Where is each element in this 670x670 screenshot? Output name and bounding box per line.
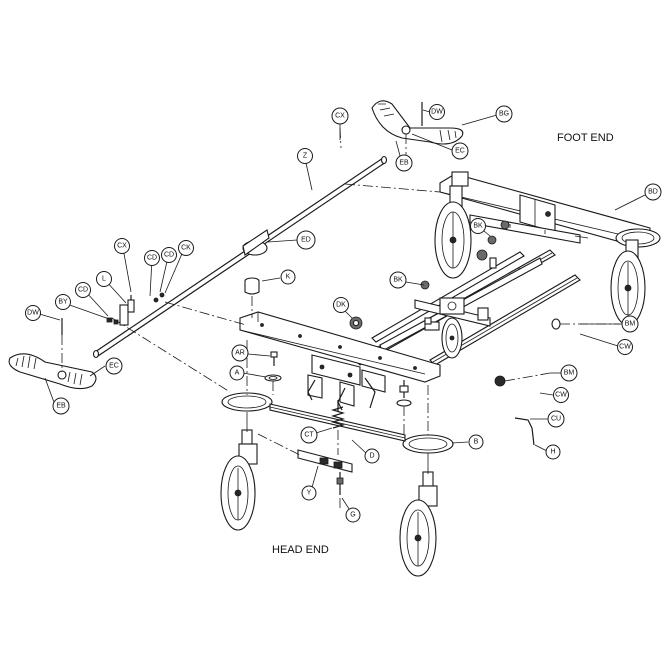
svg-text:BK: BK (393, 277, 403, 284)
svg-text:CW: CW (619, 344, 631, 351)
callout-z: Z (297, 148, 313, 164)
svg-text:K: K (286, 274, 291, 281)
callout-bm-upper: BM (621, 315, 639, 333)
spring-part (330, 400, 346, 429)
svg-text:CW: CW (555, 392, 567, 399)
rail-hardware (420, 220, 510, 325)
head-end-label: HEAD END (272, 544, 329, 556)
head-end-base-bar (221, 392, 454, 454)
mid-crossmember (414, 297, 491, 331)
callout-bd: BD (644, 183, 662, 201)
callout-eb-top: EB (395, 154, 413, 172)
svg-text:EB: EB (56, 403, 66, 410)
foot-end-left-caster (434, 185, 472, 279)
callout-bk-lower: BK (389, 271, 407, 289)
svg-text:EC: EC (455, 148, 465, 155)
callout-ed: ED (296, 230, 316, 250)
head-end-crossbar (239, 311, 441, 383)
callout-h: H (545, 444, 561, 460)
foot-end-label: FOOT END (557, 132, 614, 144)
bumper-lower (494, 372, 551, 387)
svg-text:CD: CD (164, 252, 174, 259)
callout-a: A (229, 365, 245, 381)
callout-bm-lower: BM (560, 364, 578, 382)
svg-text:DW: DW (27, 310, 39, 317)
grip-left (8, 353, 97, 390)
svg-text:L: L (102, 276, 106, 283)
callout-b: B (468, 434, 484, 450)
brake-pedal-assembly (297, 449, 353, 495)
head-end-right-caster (399, 453, 438, 577)
head-end-left-caster (220, 412, 258, 531)
svg-text:CT: CT (304, 432, 314, 439)
callout-dw-left: DW (25, 305, 41, 321)
handle-left-fittings (61, 292, 165, 335)
assembly-lines (61, 127, 441, 510)
head-end-brake-bracket (307, 354, 386, 411)
svg-text:G: G (350, 512, 355, 519)
svg-text:CX: CX (335, 113, 345, 120)
leader-lines (35, 109, 646, 513)
callout-bg: BG (495, 105, 513, 123)
svg-text:ED: ED (301, 237, 311, 244)
mid-caster (441, 317, 463, 359)
svg-text:CD: CD (78, 287, 88, 294)
callout-l: L (96, 271, 112, 287)
callout-g: G (345, 507, 361, 523)
svg-text:AR: AR (235, 350, 245, 357)
callout-cw-lower: CW (553, 387, 569, 403)
callout-cu: CU (547, 410, 565, 428)
callout-bk-upper: BK (470, 218, 486, 234)
push-bar (92, 155, 388, 359)
callout-dk: DK (333, 297, 349, 313)
callout-by: BY (55, 294, 71, 310)
callout-k: K (280, 269, 296, 285)
callout-ck: CK (178, 240, 194, 256)
svg-text:Y: Y (307, 490, 312, 497)
callout-cx-left: CX (114, 238, 130, 254)
callout-cw-upper: CW (617, 339, 633, 355)
callout-cd-3: CD (75, 282, 91, 298)
svg-text:DW: DW (431, 109, 443, 116)
svg-text:CX: CX (117, 243, 127, 250)
callout-ct: CT (300, 426, 318, 444)
callout-d: D (364, 448, 380, 464)
svg-text:Z: Z (303, 153, 308, 160)
callout-ar: AR (231, 344, 249, 362)
grip-top (371, 100, 464, 145)
svg-text:BM: BM (564, 370, 575, 377)
callout-dw-top: DW (429, 104, 445, 120)
svg-text:CK: CK (181, 245, 191, 252)
svg-text:BK: BK (473, 223, 483, 230)
svg-text:BM: BM (625, 321, 636, 328)
svg-text:BD: BD (648, 189, 658, 196)
callout-ec-left: EC (105, 357, 123, 375)
callout-y: Y (301, 485, 317, 501)
small-hardware-head (244, 277, 412, 407)
svg-text:B: B (474, 439, 479, 446)
foot-end-bracket (519, 194, 556, 233)
svg-text:BY: BY (58, 299, 68, 306)
svg-text:A: A (235, 370, 240, 377)
callout-cd-2: CD (161, 247, 177, 263)
callout-cx-top: CX (331, 107, 349, 125)
foot-end-right-caster (610, 228, 661, 326)
svg-text:EB: EB (399, 160, 409, 167)
callout-eb-left: EB (52, 397, 70, 415)
wire-cu-part (514, 417, 535, 446)
callout-cd-1: CD (144, 250, 160, 266)
svg-text:CU: CU (551, 416, 561, 423)
svg-text:D: D (369, 453, 374, 460)
svg-text:BG: BG (499, 111, 509, 118)
callout-ec-top: EC (451, 142, 469, 160)
svg-text:H: H (550, 449, 555, 456)
svg-text:CD: CD (147, 255, 157, 262)
svg-text:EC: EC (109, 363, 119, 370)
svg-text:DK: DK (336, 302, 346, 309)
